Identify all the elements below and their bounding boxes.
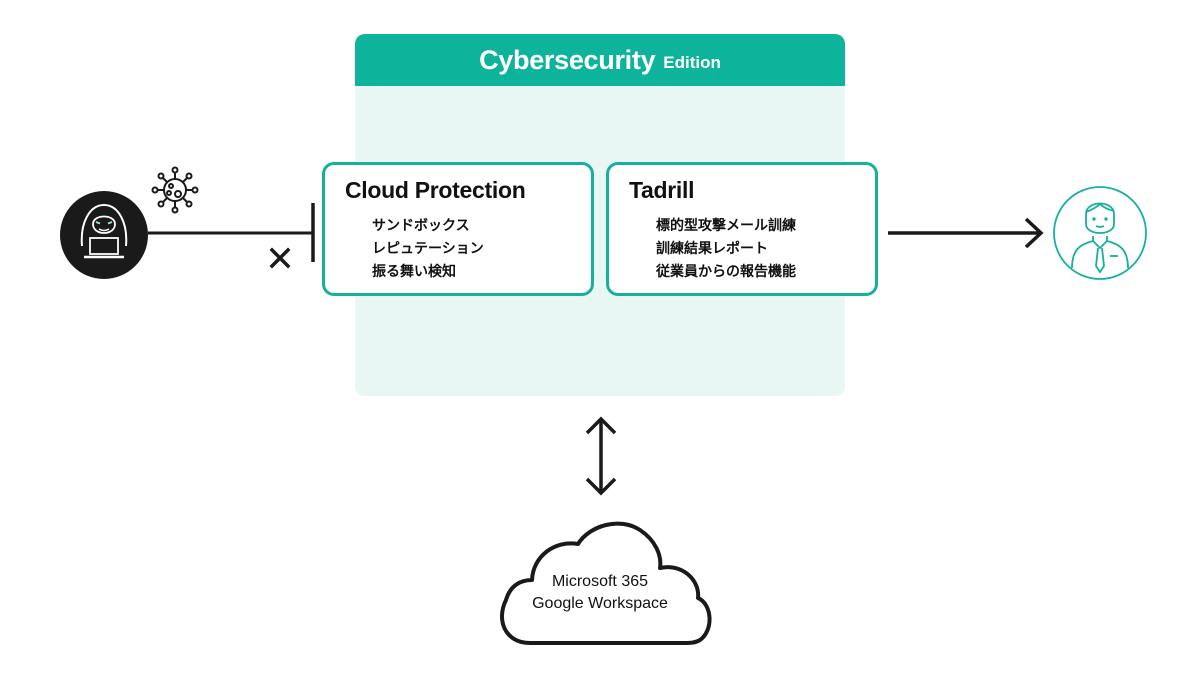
feature-item: レピュテーション: [372, 241, 484, 257]
card-title: Tadrill: [629, 177, 695, 203]
delivery-arrow: [888, 217, 1044, 249]
edition-header: Cybersecurity Edition: [355, 34, 845, 86]
feature-list: サンドボックス レピュテーション 振る舞い検知: [372, 215, 484, 284]
bidirectional-arrow-icon: [585, 416, 617, 496]
employee-icon: [1053, 186, 1147, 280]
cloud-services-label: Microsoft 365 Google Workspace: [500, 571, 700, 615]
cloud-icon: [500, 521, 712, 645]
x-mark-icon: [269, 247, 291, 269]
card-title: Cloud Protection: [345, 177, 526, 203]
feature-item: 標的型攻撃メール訓練: [656, 218, 796, 234]
cloud-service-google: Google Workspace: [532, 595, 668, 612]
tadrill-card: Tadrill 標的型攻撃メール訓練 訓練結果レポート 従業員からの報告機能: [606, 162, 878, 296]
virus-icon: [151, 166, 199, 214]
feature-item: 従業員からの報告機能: [656, 264, 796, 280]
cloud-protection-card: Cloud Protection サンドボックス レピュテーション 振る舞い検知: [322, 162, 594, 296]
blocked-connection: [148, 203, 315, 262]
feature-list: 標的型攻撃メール訓練 訓練結果レポート 従業員からの報告機能: [656, 215, 796, 284]
edition-subtitle: Edition: [663, 53, 721, 72]
edition-title: Cybersecurity: [479, 44, 656, 75]
hacker-icon: [60, 191, 148, 279]
feature-item: 振る舞い検知: [372, 264, 456, 280]
feature-item: サンドボックス: [372, 218, 470, 234]
feature-item: 訓練結果レポート: [656, 241, 768, 257]
cloud-service-microsoft: Microsoft 365: [551, 573, 649, 590]
